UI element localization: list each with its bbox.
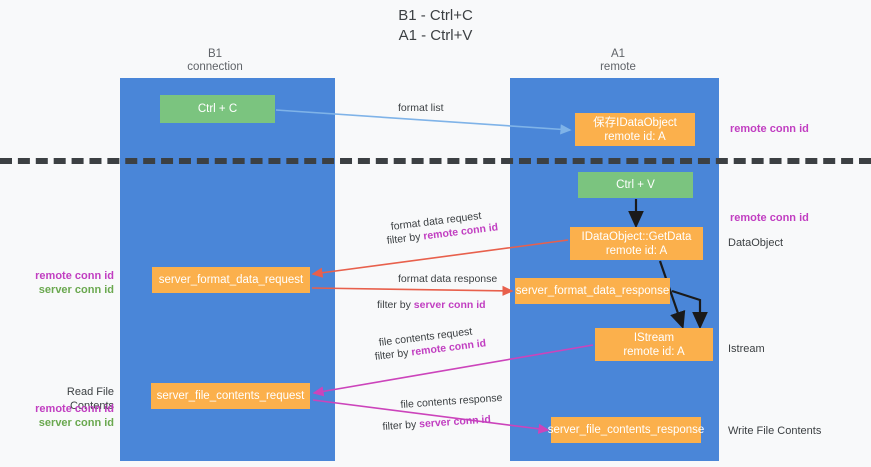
annotation-left-remote-conn-id-2: remote conn id [35, 403, 114, 415]
annotation-dataobject: DataObject [728, 237, 784, 249]
column-header-a1-name: A1 [610, 48, 626, 60]
node-save-idataobject[interactable]: 保存IDataObject remote id: A [575, 113, 695, 146]
annotation-left-remote-conn-id-1: remote conn id [35, 270, 114, 282]
node-ctrl-v[interactable]: Ctrl + V [578, 172, 693, 198]
node-ctrl-c-label: Ctrl + C [197, 103, 238, 115]
edge-label-format-data-response-filter: filter by server conn id [377, 298, 486, 312]
column-header-a1: A1 remote [558, 48, 678, 74]
node-server-file-contents-request[interactable]: server_file_contents_request [151, 383, 310, 409]
node-save-idataobject-line2: remote id: A [604, 130, 666, 143]
node-istream[interactable]: IStream remote id: A [595, 328, 713, 361]
node-server-format-data-response-label: server_format_data_response [515, 285, 670, 297]
node-istream-line1: IStream [633, 331, 675, 344]
filter-prefix: filter by [374, 346, 413, 363]
edge-label-format-list: format list [398, 102, 444, 114]
node-idataobject-getdata-line1: IDataObject::GetData [581, 230, 692, 243]
filter-key-server-conn-id: server conn id [418, 413, 492, 431]
annotation-istream: Istream [728, 343, 765, 355]
annotation-remote-conn-id-top: remote conn id [730, 123, 809, 135]
node-idataobject-getdata[interactable]: IDataObject::GetData remote id: A [570, 227, 703, 260]
annotation-write-file-contents: Write File Contents [728, 425, 822, 437]
node-server-file-contents-response-label: server_file_contents_response [547, 424, 705, 436]
node-server-format-data-request-label: server_format_data_request [158, 274, 304, 286]
column-header-a1-role: remote [600, 61, 636, 73]
node-server-format-data-request[interactable]: server_format_data_request [152, 267, 310, 293]
filter-prefix: filter by [386, 230, 425, 247]
annotation-remote-conn-id-mid: remote conn id [730, 212, 809, 224]
annotation-left-server-conn-id-2: server conn id [38, 417, 114, 429]
filter-key-server-conn-id: server conn id [413, 299, 486, 311]
node-istream-line2: remote id: A [623, 345, 685, 358]
node-server-file-contents-request-label: server_file_contents_request [156, 390, 305, 402]
node-idataobject-getdata-line2: remote id: A [605, 244, 668, 257]
node-server-file-contents-response[interactable]: server_file_contents_response [548, 417, 704, 443]
node-server-format-data-response[interactable]: server_format_data_response [515, 278, 670, 304]
node-ctrl-v-label: Ctrl + V [616, 179, 655, 191]
column-header-b1-role: connection [187, 61, 243, 73]
annotation-read-file-contents: Read File Contents [66, 386, 114, 412]
edge-label-format-data-response: format data response [398, 273, 498, 285]
node-save-idataobject-line1: 保存IDataObject [593, 116, 677, 129]
annotation-left-server-conn-id-1: server conn id [38, 284, 114, 296]
edge-label-file-contents-response: file contents response [400, 391, 503, 411]
annotation-left-conn-ids-2: remote conn id server conn id [22, 402, 114, 430]
filter-prefix: filter by [382, 418, 420, 433]
page-title-line2: A1 - Ctrl+V [398, 27, 473, 44]
annotation-left-conn-ids-1: remote conn id server conn id [22, 269, 114, 297]
filter-prefix: filter by [377, 299, 414, 311]
phase-separator-dashed-line [0, 158, 871, 164]
edge-format-data-response [311, 285, 514, 296]
column-header-b1: B1 connection [155, 48, 275, 74]
node-ctrl-c[interactable]: Ctrl + C [160, 95, 275, 123]
edge-label-file-contents-response-filter: filter by server conn id [382, 412, 491, 434]
column-header-b1-name: B1 [207, 48, 223, 60]
page-title-line1: B1 - Ctrl+C [398, 7, 473, 24]
page-title: B1 - Ctrl+C A1 - Ctrl+V [0, 6, 871, 46]
